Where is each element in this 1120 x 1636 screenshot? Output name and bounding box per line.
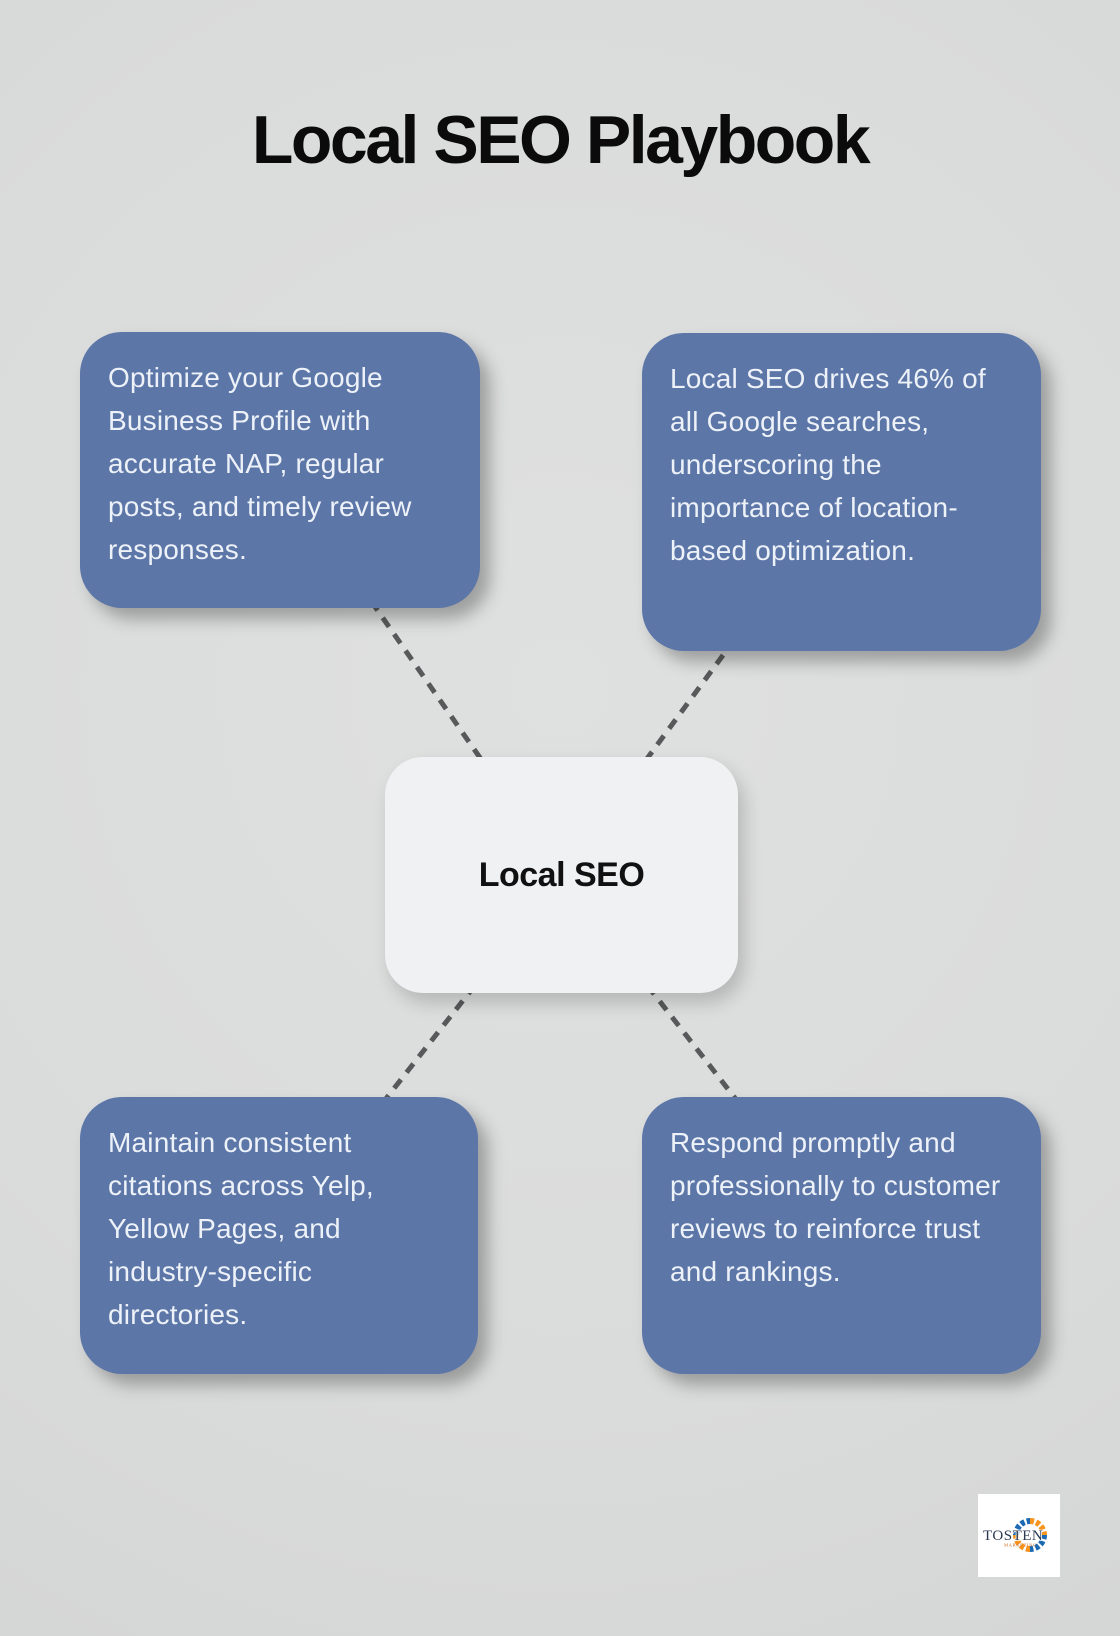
node-text-google-business-profile: Optimize your Google Business Profile wi…: [108, 362, 412, 565]
tosten-logo: TOSTEN MARKETING: [978, 1494, 1060, 1577]
node-google-business-profile: Optimize your Google Business Profile wi…: [80, 332, 480, 608]
center-node-local-seo: Local SEO: [385, 757, 738, 993]
node-text-local-seo-stat: Local SEO drives 46% of all Google searc…: [670, 363, 986, 566]
node-text-citations: Maintain consistent citations across Yel…: [108, 1127, 374, 1330]
logo-subtitle: MARKETING: [1004, 1543, 1037, 1548]
node-text-reviews: Respond promptly and professionally to c…: [670, 1127, 1001, 1287]
node-local-seo-stat: Local SEO drives 46% of all Google searc…: [642, 333, 1041, 651]
logo-wordmark: TOSTEN: [983, 1528, 1043, 1544]
page-title: Local SEO Playbook: [251, 102, 871, 178]
gear-ring-icon: [1013, 1518, 1047, 1552]
node-reviews: Respond promptly and professionally to c…: [642, 1097, 1041, 1374]
center-node-label: Local SEO: [478, 855, 645, 894]
node-citations: Maintain consistent citations across Yel…: [80, 1097, 478, 1374]
